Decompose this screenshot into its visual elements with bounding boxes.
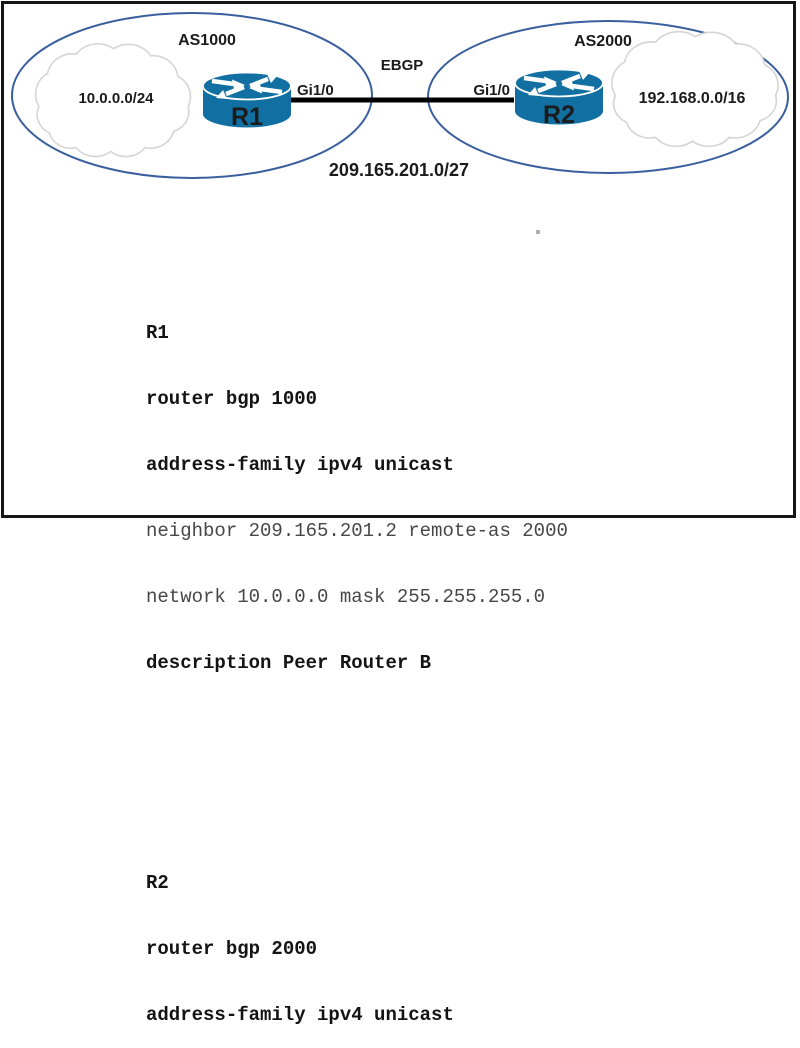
config-block-spacer — [146, 762, 568, 784]
network-label-right: 192.168.0.0/16 — [639, 90, 746, 107]
bgp-config-text: R1 router bgp 1000 address-family ipv4 u… — [146, 234, 568, 1048]
interface-label-r1: Gi1/0 — [297, 82, 334, 99]
config-line: address-family ipv4 unicast — [146, 454, 454, 476]
config-block-r1: R1 router bgp 1000 address-family ipv4 u… — [146, 278, 568, 718]
config-line: description Peer Router B — [146, 652, 432, 674]
network-diagram: AS1000 AS2000 10.0.0.0/24 192.168.0.0/16… — [11, 12, 789, 180]
config-line: R2 — [146, 872, 169, 894]
router-r2-label: R2 — [543, 101, 575, 129]
config-line: neighbor 209.165.201.2 remote-as 2000 — [146, 520, 568, 542]
link-subnet-label: 209.165.201.0/27 — [329, 160, 469, 180]
ebgp-label: EBGP — [381, 57, 424, 74]
config-line: address-family ipv4 unicast — [146, 1004, 454, 1026]
config-line: R1 — [146, 322, 169, 344]
config-line: network 10.0.0.0 mask 255.255.255.0 — [146, 586, 546, 608]
interface-label-r2: Gi1/0 — [473, 82, 510, 99]
as2000-label: AS2000 — [574, 33, 632, 50]
bgp-topology-page: AS1000 AS2000 10.0.0.0/24 192.168.0.0/16… — [1, 1, 796, 1026]
config-block-r2: R2 router bgp 2000 address-family ipv4 u… — [146, 828, 568, 1048]
as2000-boundary-ellipse — [427, 20, 789, 174]
scan-artifact-dot — [536, 230, 540, 234]
router-r1-label: R1 — [231, 103, 263, 131]
as1000-boundary-ellipse — [11, 12, 373, 179]
config-line: router bgp 1000 — [146, 388, 318, 410]
as1000-label: AS1000 — [178, 32, 236, 49]
config-line: router bgp 2000 — [146, 938, 318, 960]
network-label-left: 10.0.0.0/24 — [78, 90, 154, 107]
